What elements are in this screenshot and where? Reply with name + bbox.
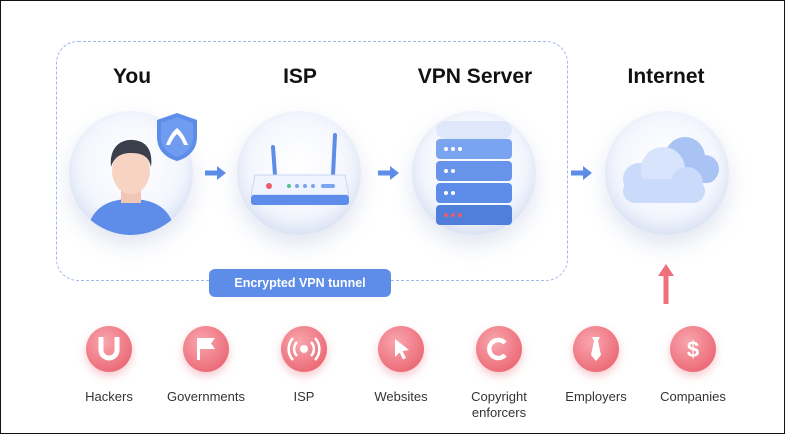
flag-icon: [183, 326, 229, 372]
magnet-icon: [86, 326, 132, 372]
isp-node: [237, 111, 361, 235]
internet-node: [605, 111, 729, 235]
threat-employers: Employers: [541, 326, 651, 405]
threat-governments: Governments: [151, 326, 261, 405]
threat-label: Governments: [166, 389, 246, 404]
dollar-icon: $: [670, 326, 716, 372]
arrow-right-icon: [378, 166, 399, 180]
threat-label: Companies: [660, 389, 726, 404]
copyright-icon: [476, 326, 522, 372]
threat-label: Copyright enforcers: [471, 389, 527, 420]
node-label-internet: Internet: [627, 65, 705, 88]
arrow-right-icon: [571, 166, 592, 180]
arrow-up-icon: [658, 264, 674, 304]
tie-icon: [573, 326, 619, 372]
shield-icon: [157, 113, 197, 161]
cursor-icon: [378, 326, 424, 372]
threat-companies: $ Companies: [638, 326, 748, 405]
server-stack-icon: [436, 121, 512, 225]
broadcast-icon: [281, 326, 327, 372]
encrypted-tunnel-label: Encrypted VPN tunnel: [209, 269, 391, 297]
threat-label: Hackers: [85, 389, 133, 404]
threat-copyright-enforcers: Copyright enforcers: [444, 326, 554, 421]
threat-label: ISP: [293, 389, 315, 404]
arrow-right-icon: [205, 166, 226, 180]
node-label-vpn-server: VPN Server: [417, 65, 533, 88]
you-node: [69, 111, 197, 235]
threat-label: Employers: [565, 389, 627, 404]
threat-websites: Websites: [346, 326, 456, 405]
threat-isp: ISP: [249, 326, 359, 405]
router-icon: [250, 133, 350, 205]
vpn-server-node: [412, 111, 536, 235]
threat-hackers: Hackers: [54, 326, 164, 405]
cloud-icon: [623, 137, 719, 203]
node-label-you: You: [112, 65, 152, 88]
threat-label: Websites: [374, 389, 428, 404]
node-label-isp: ISP: [283, 65, 317, 88]
svg-text:$: $: [687, 337, 699, 362]
user-icon: [87, 139, 175, 235]
